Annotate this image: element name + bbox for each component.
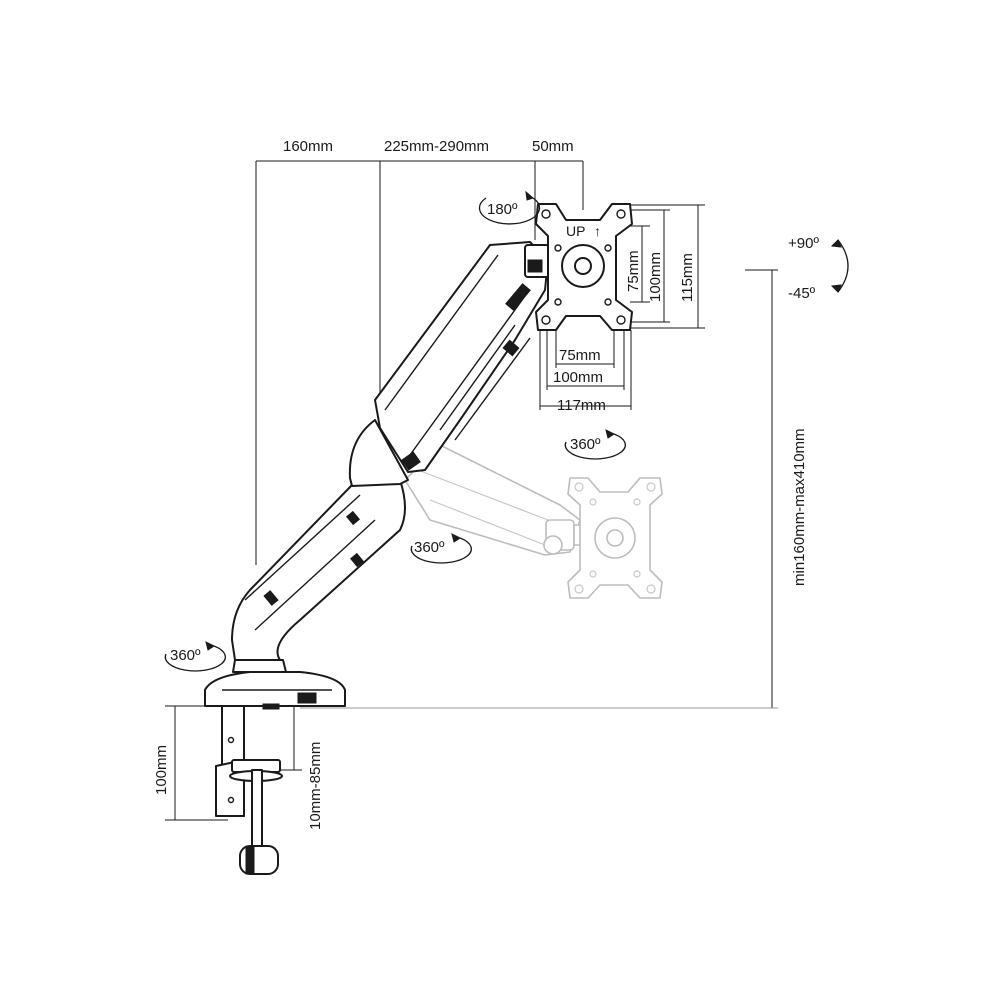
dimension-labels: 160mm 225mm-290mm 50mm 75mm 100mm 117mm …: [153, 138, 808, 830]
rotation-indicator-elbow: 360º: [410, 533, 472, 564]
rotation-indicator-tilt: +90º -45º: [788, 235, 849, 302]
rot-elbow-label: 360º: [414, 539, 445, 556]
rot-vesa-label: 360º: [570, 436, 601, 453]
vesa-h-75-label: 75mm: [559, 347, 601, 364]
tilt-up-label: +90º: [788, 235, 819, 252]
clamp-height-label: 100mm: [153, 745, 170, 795]
lower-arm-segment: [231, 479, 406, 661]
main-arm: [204, 241, 550, 710]
vesa-v-100-label: 100mm: [647, 252, 664, 302]
vesa-v-75-label: 75mm: [625, 250, 642, 292]
desk-thickness-label: 10mm-85mm: [307, 742, 324, 830]
ghost-vesa-plate: [567, 477, 663, 599]
rotation-indicator-vesa: 360º: [564, 429, 626, 460]
ghost-arm-position: [404, 444, 663, 599]
plate-up-label: UP: [566, 223, 585, 239]
arm-base: [204, 671, 346, 707]
reach-mid-label: 225mm-290mm: [384, 138, 489, 155]
reach-base-label: 160mm: [283, 138, 333, 155]
rotation-indicator-base: 360º: [164, 641, 226, 672]
tilt-down-label: -45º: [788, 285, 816, 302]
rot-base-label: 360º: [170, 647, 201, 664]
height-range-label: min160mm-max410mm: [791, 428, 808, 586]
reach-tilt-label: 50mm: [532, 138, 574, 155]
vesa-v-115-label: 115mm: [679, 253, 696, 302]
elbow-joint: [348, 419, 409, 487]
vesa-plate: UP ↑: [535, 203, 633, 331]
rot-head-label: 180º: [487, 201, 518, 218]
upper-arm-segment: [374, 241, 549, 473]
vesa-h-100-label: 100mm: [553, 369, 603, 386]
rotation-indicator-head: 180º: [478, 190, 541, 225]
desk-clamp: [215, 705, 283, 875]
dimension-lines: [165, 160, 778, 821]
plate-up-arrow-icon: ↑: [594, 223, 601, 239]
vesa-h-117-label: 117mm: [557, 397, 606, 414]
